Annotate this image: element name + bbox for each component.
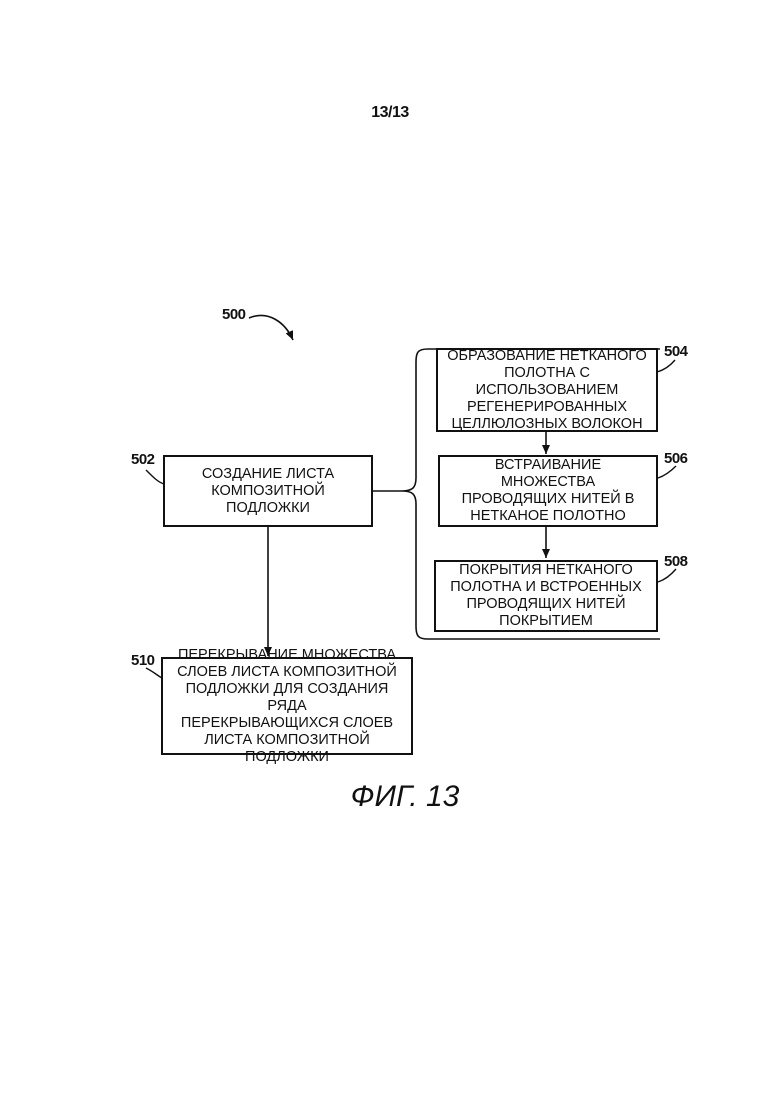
box-510-line: ПЕРЕКРЫВАЮЩИХСЯ СЛОЕВ: [167, 715, 407, 732]
box-510-line: СЛОЕВ ЛИСТА КОМПОЗИТНОЙ: [167, 664, 407, 681]
box-506: ВСТРАИВАНИЕ МНОЖЕСТВА ПРОВОДЯЩИХ НИТЕЙ В…: [438, 455, 658, 527]
box-502-line: ПОДЛОЖКИ: [202, 500, 334, 517]
box-508-line: ПОКРЫТИЯ НЕТКАНОГО: [450, 562, 642, 579]
ref-502-leader: [146, 470, 164, 484]
box-504-line: ПОЛОТНА С: [447, 365, 647, 382]
box-510-line: ПЕРЕКРЫВАНИЕ МНОЖЕСТВА: [167, 647, 407, 664]
box-502-line: СОЗДАНИЕ ЛИСТА: [202, 466, 334, 483]
ref-506-leader: [658, 466, 676, 478]
box-502-line: КОМПОЗИТНОЙ: [202, 483, 334, 500]
box-508-line: ПРОВОДЯЩИХ НИТЕЙ: [450, 596, 642, 613]
ref-510: 510: [131, 652, 155, 669]
box-506-line: НЕТКАНОЕ ПОЛОТНО: [462, 508, 635, 525]
ref-506: 506: [664, 450, 688, 467]
box-504-line: РЕГЕНЕРИРОВАННЫХ: [447, 399, 647, 416]
figure-label: ФИГ. 13: [300, 780, 510, 814]
ref-500: 500: [222, 306, 246, 323]
box-510: ПЕРЕКРЫВАНИЕ МНОЖЕСТВА СЛОЕВ ЛИСТА КОМПО…: [161, 657, 413, 755]
box-510-line: ПОДЛОЖКИ ДЛЯ СОЗДАНИЯ РЯДА: [167, 681, 407, 715]
box-504-line: ЦЕЛЛЮЛОЗНЫХ ВОЛОКОН: [447, 416, 647, 433]
box-508-line: ПОЛОТНА И ВСТРОЕННЫХ: [450, 579, 642, 596]
box-510-line: ЛИСТА КОМПОЗИТНОЙ ПОДЛОЖКИ: [167, 732, 407, 766]
box-506-line: ПРОВОДЯЩИХ НИТЕЙ В: [462, 491, 635, 508]
ref-504: 504: [664, 343, 688, 360]
ref-510-leader: [146, 668, 162, 678]
ref-500-arrow: [249, 315, 293, 340]
ref-504-leader: [657, 360, 675, 372]
box-504-line: ОБРАЗОВАНИЕ НЕТКАНОГО: [447, 348, 647, 365]
box-506-line: ВСТРАИВАНИЕ: [462, 457, 635, 474]
ref-508: 508: [664, 553, 688, 570]
box-508: ПОКРЫТИЯ НЕТКАНОГО ПОЛОТНА И ВСТРОЕННЫХ …: [434, 560, 658, 632]
brace: [402, 349, 428, 639]
box-504: ОБРАЗОВАНИЕ НЕТКАНОГО ПОЛОТНА С ИСПОЛЬЗО…: [436, 348, 658, 432]
box-508-line: ПОКРЫТИЕМ: [450, 613, 642, 630]
box-502: СОЗДАНИЕ ЛИСТА КОМПОЗИТНОЙ ПОДЛОЖКИ: [163, 455, 373, 527]
box-506-line: МНОЖЕСТВА: [462, 474, 635, 491]
box-504-line: ИСПОЛЬЗОВАНИЕМ: [447, 382, 647, 399]
ref-502: 502: [131, 451, 155, 468]
ref-508-leader: [658, 569, 676, 582]
